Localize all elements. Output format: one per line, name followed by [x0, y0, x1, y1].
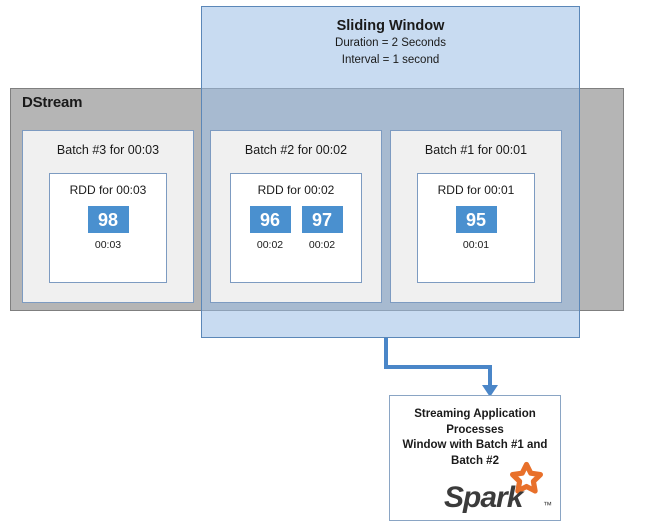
- process-box: Streaming Application Processes Window w…: [389, 395, 561, 521]
- spark-wordmark: Spark: [444, 481, 525, 514]
- rdd-title-3: RDD for 00:03: [69, 183, 147, 197]
- rdd-title-2: RDD for 00:02: [257, 183, 335, 197]
- batch-title-2: Batch #2 for 00:02: [244, 143, 348, 157]
- value-item: 97 00:02: [301, 206, 343, 251]
- rdd-title-1: RDD for 00:01: [437, 183, 515, 197]
- rdd-values-2: 96 00:02 97 00:02: [231, 206, 361, 251]
- process-description: Streaming Application Processes Window w…: [390, 407, 560, 469]
- process-line-1: Streaming Application: [414, 408, 536, 420]
- spark-logo-icon: Spark ™: [444, 461, 552, 514]
- value-timestamp: 00:02: [308, 239, 336, 251]
- batch-box-3: Batch #3 for 00:03 RDD for 00:03 98 00:0…: [22, 130, 194, 303]
- process-line-3: Window with Batch #1 and: [402, 439, 548, 451]
- sliding-window-title: Sliding Window: [336, 18, 445, 34]
- process-line-2: Processes: [446, 423, 504, 436]
- sliding-window-duration: Duration = 2 Seconds: [335, 37, 446, 49]
- dstream-label: DStream: [22, 94, 83, 111]
- value-number: 97: [301, 206, 343, 233]
- value-item: 98 00:03: [87, 206, 129, 251]
- sliding-window-interval: Interval = 1 second: [341, 54, 440, 66]
- value-item: 96 00:02: [249, 206, 291, 251]
- connector-line: [384, 338, 492, 385]
- batch-box-1: Batch #1 for 00:01 RDD for 00:01 95 00:0…: [390, 130, 562, 303]
- value-timestamp: 00:02: [256, 239, 284, 251]
- rdd-box-1: RDD for 00:01 95 00:01: [417, 173, 535, 283]
- value-number: 98: [87, 206, 129, 233]
- rdd-values-1: 95 00:01: [418, 206, 534, 251]
- rdd-box-2: RDD for 00:02 96 00:02 97 00:02: [230, 173, 362, 283]
- batch-title-3: Batch #3 for 00:03: [56, 143, 160, 157]
- value-number: 95: [455, 206, 497, 233]
- value-item: 95 00:01: [455, 206, 497, 251]
- spark-trademark: ™: [543, 500, 552, 510]
- value-timestamp: 00:03: [94, 239, 122, 251]
- spark-star-icon: [510, 461, 543, 494]
- batch-box-2: Batch #2 for 00:02 RDD for 00:02 96 00:0…: [210, 130, 382, 303]
- batch-title-1: Batch #1 for 00:01: [424, 143, 528, 157]
- value-number: 96: [249, 206, 291, 233]
- rdd-box-3: RDD for 00:03 98 00:03: [49, 173, 167, 283]
- process-line-4: Batch #2: [451, 454, 499, 467]
- value-timestamp: 00:01: [462, 239, 490, 251]
- rdd-values-3: 98 00:03: [50, 206, 166, 251]
